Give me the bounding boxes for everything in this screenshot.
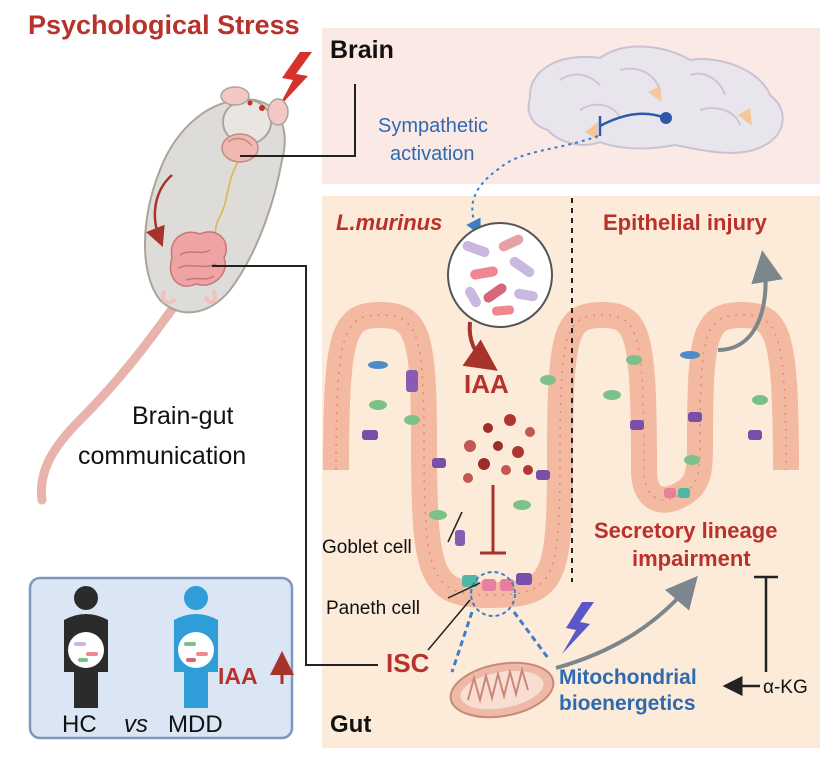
mito-label-2: bioenergetics [559,692,696,715]
mitochondrion-illustration [449,661,555,719]
lmurinus-label: L.murinus [336,210,442,235]
mito-to-secretory-arrow [555,575,698,670]
iaa-molecules [463,414,535,483]
brain-illustration [527,45,784,154]
villus-to-epithelial-arrow [717,250,783,352]
braingut-label-2: communication [78,442,246,470]
hc-label: HC [62,711,97,738]
braingut-label-1: Brain-gut [132,402,233,430]
bacteria-to-iaa-arrow [462,321,498,371]
crypt-dashed-circle [470,571,516,617]
bacteria-circle [447,222,553,328]
mdd-person-icon [174,586,218,708]
sympathetic-label-1: Sympathetic [378,115,488,137]
paneth-cell-label: Paneth cell [326,598,420,619]
mdd-label: MDD [168,711,223,738]
zoom-line-left [450,611,474,673]
vs-label: vs [124,711,148,738]
iaa-center-label: IAA [464,369,509,399]
energy-lightning-icon [562,602,594,654]
gut-leader-line [212,265,378,666]
secretory-label-2: impairment [632,546,751,571]
psychological-stress-title: Psychological Stress [28,10,300,40]
isc-pointer [427,599,471,651]
sympathetic-label-2: activation [390,143,475,165]
isc-label: ISC [386,648,430,678]
goblet-cell-label: Goblet cell [322,537,412,558]
paneth-pointer [447,582,481,599]
brain-leader-line [240,84,356,157]
iaa-box-label: IAA [218,663,258,689]
gut-label: Gut [330,711,371,738]
epithelial-injury-label: Epithelial injury [603,210,768,235]
secretory-label-1: Secretory lineage [594,518,777,543]
goblet-pointer [447,511,463,543]
brain-label: Brain [330,36,394,64]
mouse-illustration [36,86,289,505]
stress-lightning-icon [278,52,312,108]
hc-person-icon [64,586,108,708]
akg-label: α-KG [763,677,808,698]
intestinal-villi [323,302,799,608]
mito-label-1: Mitochondrial [559,666,697,689]
